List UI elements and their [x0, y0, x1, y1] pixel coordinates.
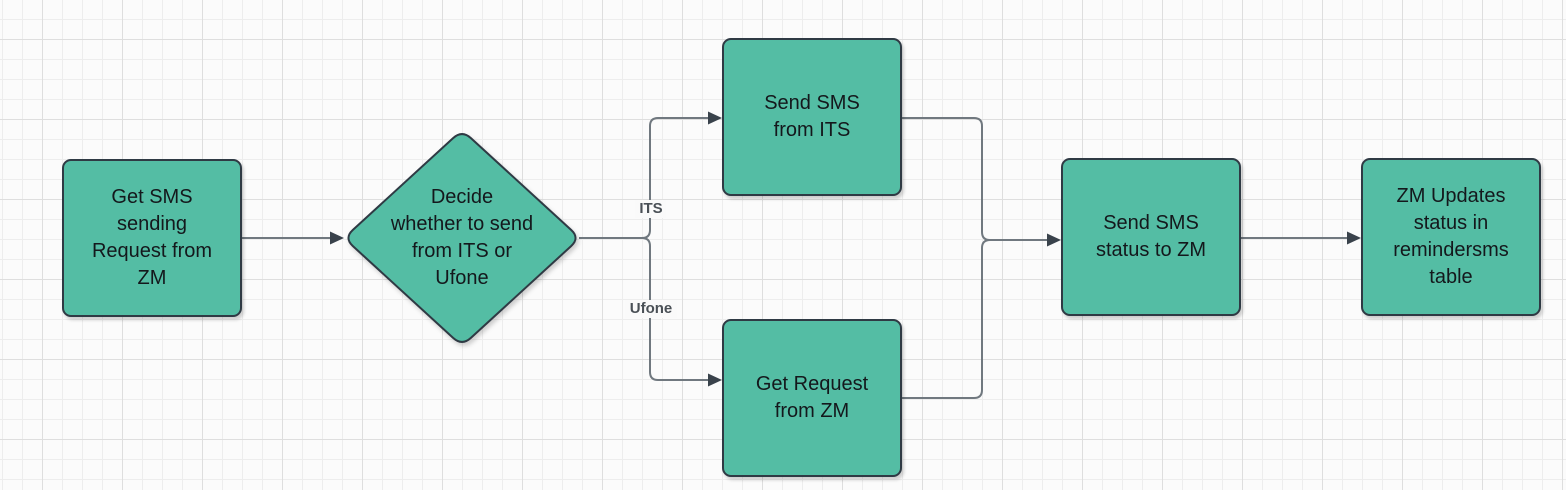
node-decide-provider-shape[interactable]: [347, 133, 577, 343]
node-get-sms-request[interactable]: Get SMS sending Request from ZM: [62, 159, 242, 317]
edge-label-its[interactable]: ITS: [635, 200, 667, 218]
node-zm-updates[interactable]: ZM Updates status in remindersms table: [1361, 158, 1541, 316]
edge-its-to-status[interactable]: [901, 117, 1047, 241]
arrowhead-icon: [1347, 231, 1361, 245]
node-label: Decide whether to send from ITS or Ufone: [390, 186, 534, 289]
edge-ufone-to-status[interactable]: [901, 239, 1047, 399]
arrowhead-icon: [708, 111, 722, 125]
node-send-sms-its[interactable]: Send SMS from ITS: [722, 38, 902, 196]
node-label: Send SMS status to ZM: [1095, 212, 1207, 261]
arrowhead-icon: [1047, 233, 1061, 247]
node-label: Get Request from ZM: [755, 373, 869, 422]
node-label: ZM Updates status in remindersms table: [1393, 185, 1509, 288]
edge-label-ufone[interactable]: Ufone: [625, 300, 677, 318]
arrowhead-icon: [708, 373, 722, 387]
edge-decision-to-its[interactable]: [579, 117, 708, 239]
node-decide-provider[interactable]: Decide whether to send from ITS or Ufone: [352, 184, 572, 292]
node-get-request-zm[interactable]: Get Request from ZM: [722, 319, 902, 477]
node-label: Send SMS from ITS: [764, 92, 860, 141]
arrowhead-icon: [330, 231, 344, 245]
node-send-status-zm[interactable]: Send SMS status to ZM: [1061, 158, 1241, 316]
node-label: Get SMS sending Request from ZM: [91, 186, 213, 289]
